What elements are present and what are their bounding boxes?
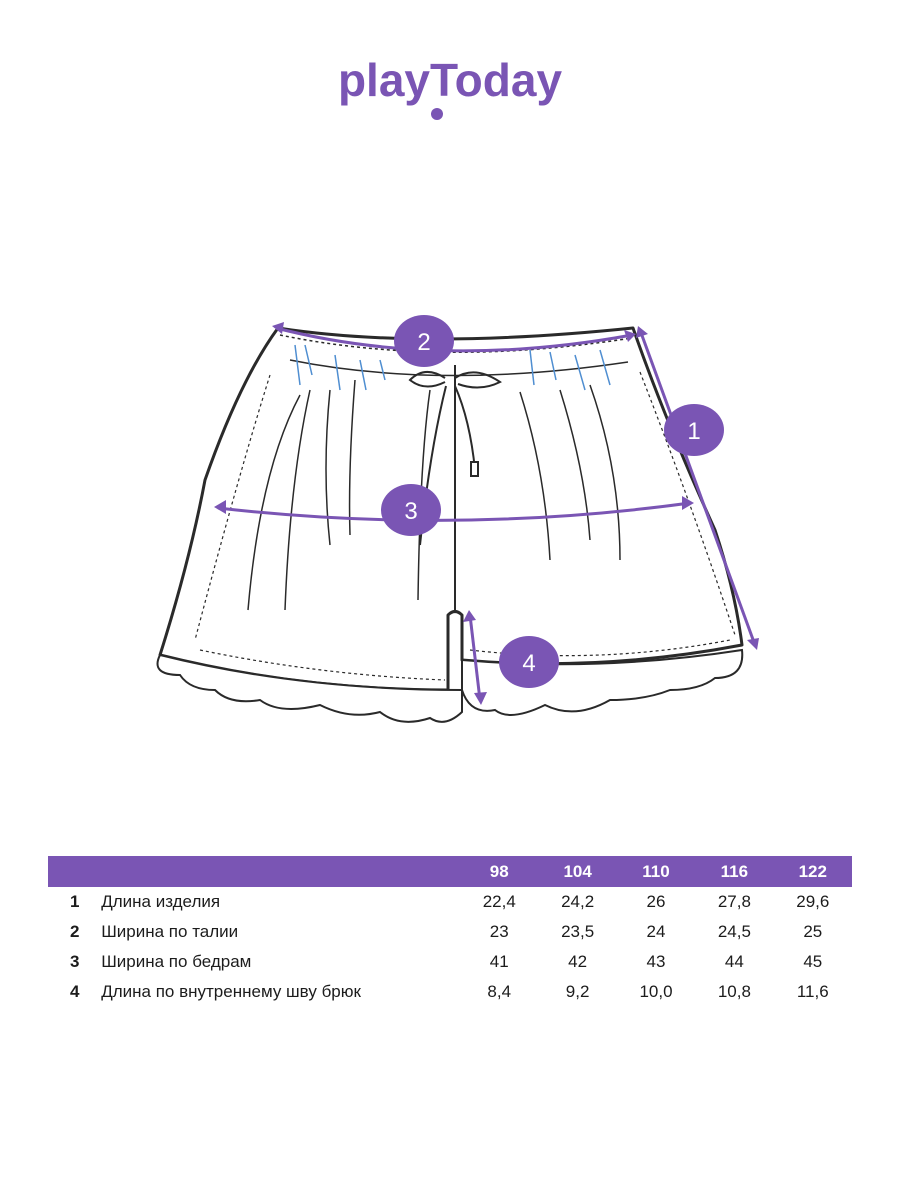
shorts-outline (158, 326, 744, 692)
row-number: 3 (70, 952, 80, 971)
header-blank (48, 856, 102, 887)
svg-text:4: 4 (522, 650, 535, 677)
row-value: 9,2 (565, 982, 590, 1001)
row-value: 10,8 (717, 982, 751, 1001)
brand-logo-dot (431, 108, 443, 120)
row-label: Ширина по бедрам (101, 952, 252, 971)
shorts-drawing: 1 2 3 4 (156, 315, 759, 723)
row-value: 24,5 (717, 922, 751, 941)
row-value: 11,6 (796, 982, 829, 1001)
row-label: Ширина по талии (101, 922, 239, 941)
svg-text:2: 2 (417, 329, 430, 356)
marker-3: 3 (381, 484, 441, 536)
row-label: Длина по внутреннему шву брюк (101, 982, 361, 1001)
row-value: 10,0 (639, 982, 673, 1001)
shorts-diagram: 1 2 3 4 (0, 290, 900, 760)
size-header-row: 98 104 110 116 122 (48, 856, 852, 887)
size-header: 104 (538, 856, 617, 887)
row-value: 27,8 (717, 892, 751, 911)
row-value: 29,6 (796, 892, 830, 911)
size-chart-table: 98 104 110 116 122 1 Длина изделия 22,4 … (48, 856, 852, 1007)
row-number: 4 (70, 982, 80, 1001)
table-row: 2 Ширина по талии 23 23,5 24 24,5 25 (48, 917, 852, 947)
table-row: 1 Длина изделия 22,4 24,2 26 27,8 29,6 (48, 887, 852, 917)
row-value: 42 (568, 952, 588, 971)
brand-logo: playToday (0, 52, 900, 127)
svg-text:1: 1 (687, 418, 700, 445)
row-value: 24 (646, 922, 666, 941)
marker-2: 2 (394, 315, 454, 367)
size-header: 122 (773, 856, 852, 887)
row-value: 44 (724, 952, 744, 971)
measurement-lines (217, 326, 757, 701)
size-header: 110 (616, 856, 696, 887)
table-row: 4 Длина по внутреннему шву брюк 8,4 9,2 … (48, 977, 852, 1007)
row-label: Длина изделия (101, 892, 221, 911)
header-blank-label (101, 856, 461, 887)
table-row: 3 Ширина по бедрам 41 42 43 44 45 (48, 947, 852, 977)
row-value: 23 (489, 922, 509, 941)
row-value: 43 (646, 952, 666, 971)
marker-4: 4 (499, 636, 559, 688)
brand-logo-text: playToday (338, 54, 563, 106)
measurement-arrowheads (214, 322, 759, 705)
row-value: 41 (489, 952, 509, 971)
row-value: 45 (803, 952, 823, 971)
svg-text:3: 3 (404, 498, 417, 525)
row-number: 1 (70, 892, 80, 911)
brand-logo-mark: playToday (338, 54, 563, 120)
row-number: 2 (70, 922, 80, 941)
size-header: 116 (695, 856, 774, 887)
row-value: 23,5 (561, 922, 595, 941)
drawstring (408, 371, 502, 546)
row-value: 8,4 (487, 982, 512, 1001)
row-value: 22,4 (482, 892, 516, 911)
row-value: 24,2 (561, 892, 595, 911)
row-value: 25 (803, 922, 823, 941)
row-value: 26 (646, 892, 666, 911)
size-header: 98 (460, 856, 539, 887)
marker-1: 1 (664, 404, 724, 456)
